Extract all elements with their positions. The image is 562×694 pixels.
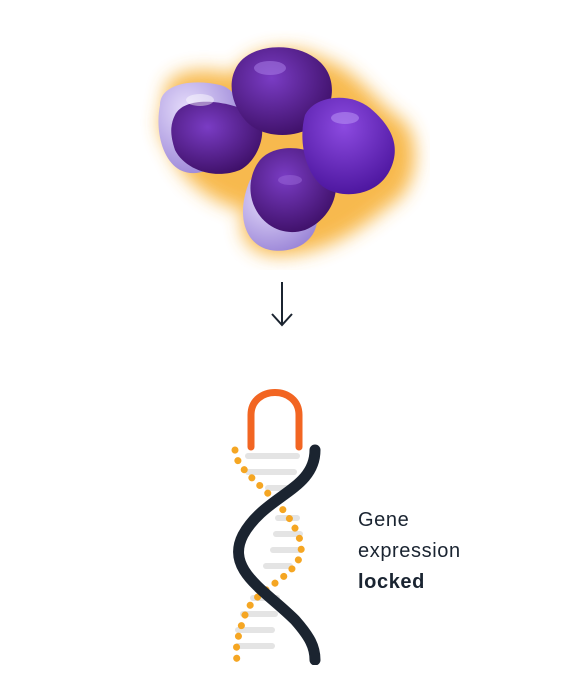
- label-line-expression: expression: [358, 540, 461, 562]
- gene-expression-label: Gene expression locked: [358, 505, 461, 598]
- label-line-gene: Gene: [358, 509, 410, 531]
- arrow-down-icon: [271, 282, 293, 327]
- label-line-locked: locked: [358, 571, 425, 593]
- protein-molecule-icon: [158, 47, 416, 256]
- rna-hairpin-icon: [231, 389, 321, 665]
